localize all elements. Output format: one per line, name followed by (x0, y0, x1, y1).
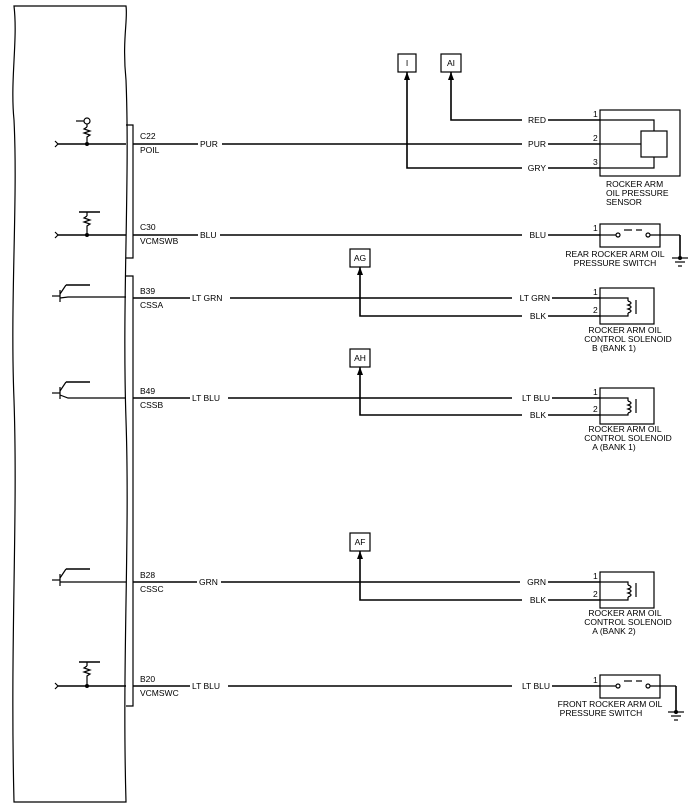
connector-label-af: AF (355, 537, 366, 547)
transistor-b49 (52, 381, 126, 399)
component-name: PRESSURE SWITCH (574, 258, 657, 268)
connector-label-ah: AH (354, 353, 366, 363)
terminal-number: 1 (593, 571, 598, 581)
wire-color-label: GRN (527, 577, 546, 587)
component-name: ROCKER ARM (606, 179, 663, 189)
signal-label: POIL (140, 145, 160, 155)
wire-red (450, 72, 600, 121)
connector-box-ag (349, 248, 371, 268)
pin-label: B49 (140, 386, 155, 396)
connector-box-i (397, 53, 417, 73)
connector-label-i: I (406, 58, 408, 68)
wire-color-label: GRN (199, 577, 218, 587)
wire-color-label: LT BLU (522, 681, 550, 691)
solenoid-a-bank2 (599, 571, 655, 609)
connector-box-ai (440, 53, 462, 73)
wire-blk-ag (359, 267, 600, 317)
signal-label: VCMSWB (140, 236, 179, 246)
wire-color-label: RED (528, 115, 546, 125)
terminal-number: 1 (593, 387, 598, 397)
pin-label: B39 (140, 286, 155, 296)
wire-color-label: LT BLU (522, 393, 550, 403)
pin-label: B28 (140, 570, 155, 580)
terminal-number: 2 (593, 305, 598, 315)
connector-box-ah (349, 348, 371, 368)
signal-label: CSSC (140, 584, 164, 594)
pin-label: C30 (140, 222, 156, 232)
component-name: CONTROL SOLENOID (584, 334, 672, 344)
wire-color-label: LT GRN (520, 293, 550, 303)
ecm-connector-bracket-b (126, 275, 134, 707)
wire-color-label: BLU (529, 230, 546, 240)
terminal-number: 1 (593, 109, 598, 119)
wire-color-label: GRY (528, 163, 547, 173)
front-oil-pressure-switch (599, 674, 684, 721)
wire-color-label: PUR (200, 139, 218, 149)
wire-blk-af (359, 551, 600, 601)
component-name: CONTROL SOLENOID (584, 433, 672, 443)
pin-label: C22 (140, 131, 156, 141)
component-name: REAR ROCKER ARM OIL (565, 249, 664, 259)
connector-box-af (349, 532, 371, 552)
component-name: CONTROL SOLENOID (584, 617, 672, 627)
component-name: FRONT ROCKER ARM OIL (558, 699, 663, 709)
ecm-body (12, 5, 128, 803)
solenoid-b-bank1 (599, 287, 655, 325)
wire-color-label: BLK (530, 595, 546, 605)
terminal-number: 3 (593, 157, 598, 167)
component-name: SENSOR (606, 197, 642, 207)
pullup-resistor-b20 (54, 661, 126, 690)
signal-label: VCMSWC (140, 688, 179, 698)
terminal-number: 1 (593, 287, 598, 297)
ecm-connector-bracket-c (126, 124, 134, 259)
pin-label: B20 (140, 674, 155, 684)
arrow-ai (448, 72, 454, 80)
wire-color-label: BLK (530, 410, 546, 420)
component-name: ROCKER ARM OIL (588, 608, 661, 618)
component-name: A (BANK 2) (592, 626, 636, 636)
component-name: B (BANK 1) (592, 343, 636, 353)
solenoid-a-bank1 (599, 387, 655, 425)
wire-color-label: LT GRN (192, 293, 222, 303)
component-name: OIL PRESSURE (606, 188, 669, 198)
arrow-ah (357, 367, 363, 375)
arrow-ag (357, 267, 363, 275)
terminal-number: 1 (593, 675, 598, 685)
terminal-number: 1 (593, 223, 598, 233)
wire-color-label: LT BLU (192, 681, 220, 691)
component-name: ROCKER ARM OIL (588, 424, 661, 434)
component-name: PRESSURE SWITCH (560, 708, 643, 718)
arrow-i (404, 72, 410, 80)
signal-label: CSSB (140, 400, 163, 410)
connector-label-ai: AI (447, 58, 455, 68)
transistor-b28 (52, 568, 126, 586)
transistor-b39 (52, 284, 126, 302)
pullup-resistor-c22 (54, 117, 126, 148)
signal-label: CSSA (140, 300, 163, 310)
wire-blk-ah (359, 367, 600, 416)
wire-color-label: BLU (200, 230, 217, 240)
wire-color-label: PUR (528, 139, 546, 149)
component-name: ROCKER ARM OIL (588, 325, 661, 335)
terminal-number: 2 (593, 404, 598, 414)
pullup-resistor-c30 (54, 211, 126, 239)
arrow-af (357, 551, 363, 559)
oil-pressure-sensor (599, 109, 681, 177)
rear-oil-pressure-switch (599, 223, 688, 267)
wire-color-label: BLK (530, 311, 546, 321)
terminal-number: 2 (593, 133, 598, 143)
wire-color-label: LT BLU (192, 393, 220, 403)
component-name: A (BANK 1) (592, 442, 636, 452)
terminal-number: 2 (593, 589, 598, 599)
connector-label-ag: AG (354, 253, 366, 263)
